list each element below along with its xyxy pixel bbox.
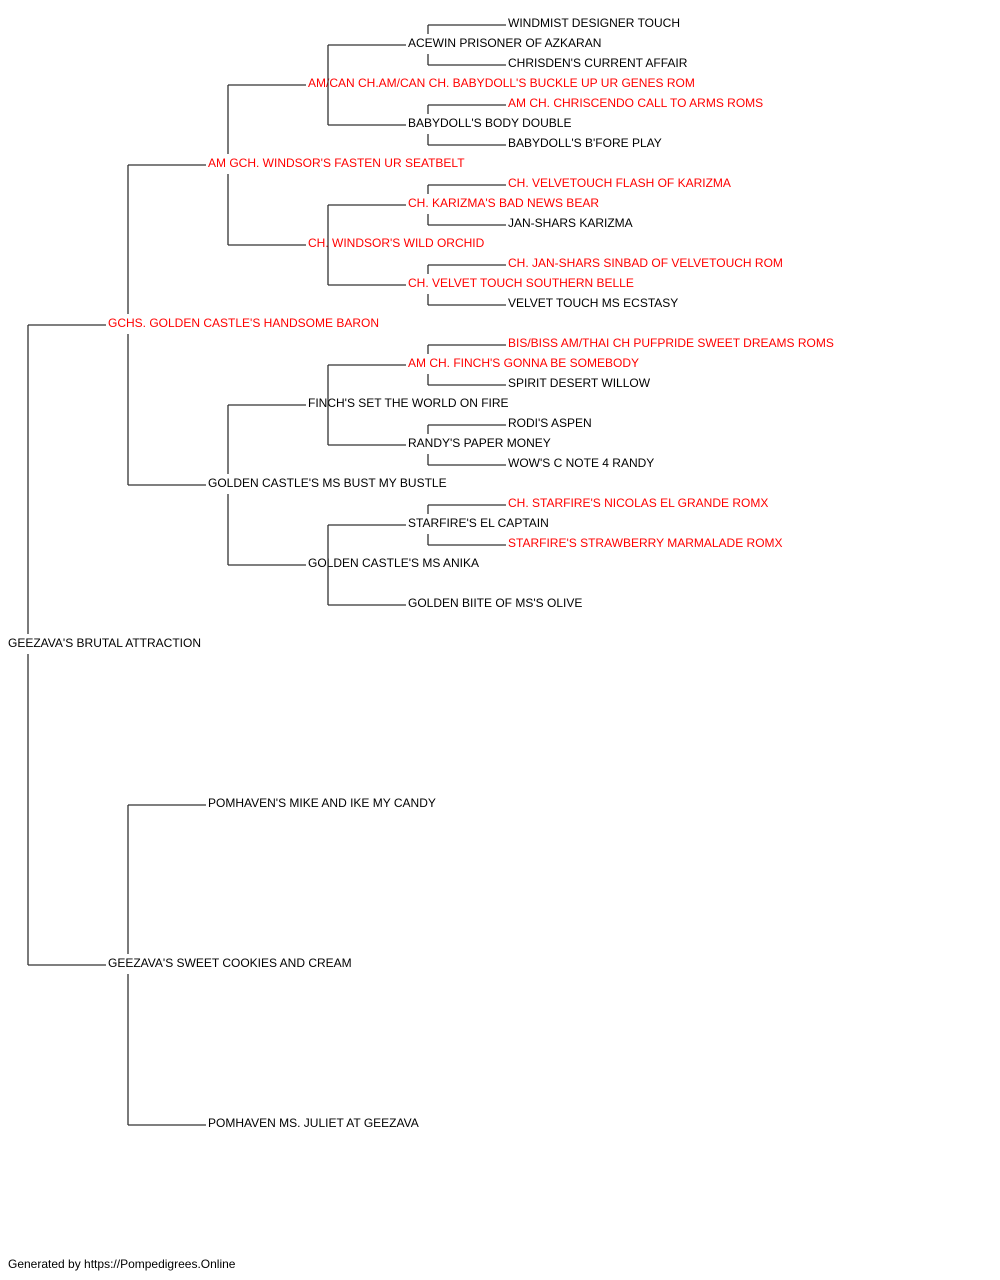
dog-name: FINCH'S SET THE WORLD ON FIRE — [308, 396, 509, 410]
dog-name: CH. JAN-SHARS SINBAD OF VELVETOUCH ROM — [508, 256, 783, 270]
dog-name: WINDMIST DESIGNER TOUCH — [508, 16, 680, 30]
dog-name: CHRISDEN'S CURRENT AFFAIR — [508, 56, 688, 70]
dog-name: GOLDEN CASTLE'S MS ANIKA — [308, 556, 479, 570]
dog-name: BIS/BISS AM/THAI CH PUFPRIDE SWEET DREAM… — [508, 336, 834, 350]
dog-name: GEEZAVA'S BRUTAL ATTRACTION — [8, 636, 201, 650]
dog-name: AM GCH. WINDSOR'S FASTEN UR SEATBELT — [208, 156, 465, 170]
dog-name: RANDY'S PAPER MONEY — [408, 436, 551, 450]
dog-name: STARFIRE'S STRAWBERRY MARMALADE ROMX — [508, 536, 783, 550]
dog-name: POMHAVEN'S MIKE AND IKE MY CANDY — [208, 796, 436, 810]
dog-name: STARFIRE'S EL CAPTAIN — [408, 516, 549, 530]
dog-name: VELVET TOUCH MS ECSTASY — [508, 296, 678, 310]
dog-name: JAN-SHARS KARIZMA — [508, 216, 633, 230]
dog-name: RODI'S ASPEN — [508, 416, 592, 430]
dog-name: CH. STARFIRE'S NICOLAS EL GRANDE ROMX — [508, 496, 768, 510]
dog-name: CH. VELVET TOUCH SOUTHERN BELLE — [408, 276, 634, 290]
dog-name: CH. KARIZMA'S BAD NEWS BEAR — [408, 196, 599, 210]
dog-name: GOLDEN BIITE OF MS'S OLIVE — [408, 596, 582, 610]
dog-name: GCHS. GOLDEN CASTLE'S HANDSOME BARON — [108, 316, 379, 330]
generated-by-footer: Generated by https://Pompedigrees.Online — [8, 1257, 236, 1271]
dog-name: CH. WINDSOR'S WILD ORCHID — [308, 236, 485, 250]
dog-name: WOW'S C NOTE 4 RANDY — [508, 456, 654, 470]
dog-name: AM/CAN CH.AM/CAN CH. BABYDOLL'S BUCKLE U… — [308, 76, 695, 90]
dog-name: BABYDOLL'S BODY DOUBLE — [408, 116, 571, 130]
dog-name: GOLDEN CASTLE'S MS BUST MY BUSTLE — [208, 476, 447, 490]
dog-name: AM CH. CHRISCENDO CALL TO ARMS ROMS — [508, 96, 763, 110]
dog-name: GEEZAVA'S SWEET COOKIES AND CREAM — [108, 956, 352, 970]
dog-name: SPIRIT DESERT WILLOW — [508, 376, 651, 390]
dog-name: CH. VELVETOUCH FLASH OF KARIZMA — [508, 176, 731, 190]
dog-name: POMHAVEN MS. JULIET AT GEEZAVA — [208, 1116, 419, 1130]
dog-name: AM CH. FINCH'S GONNA BE SOMEBODY — [408, 356, 639, 370]
dog-name: BABYDOLL'S B'FORE PLAY — [508, 136, 662, 150]
dog-name: ACEWIN PRISONER OF AZKARAN — [408, 36, 601, 50]
